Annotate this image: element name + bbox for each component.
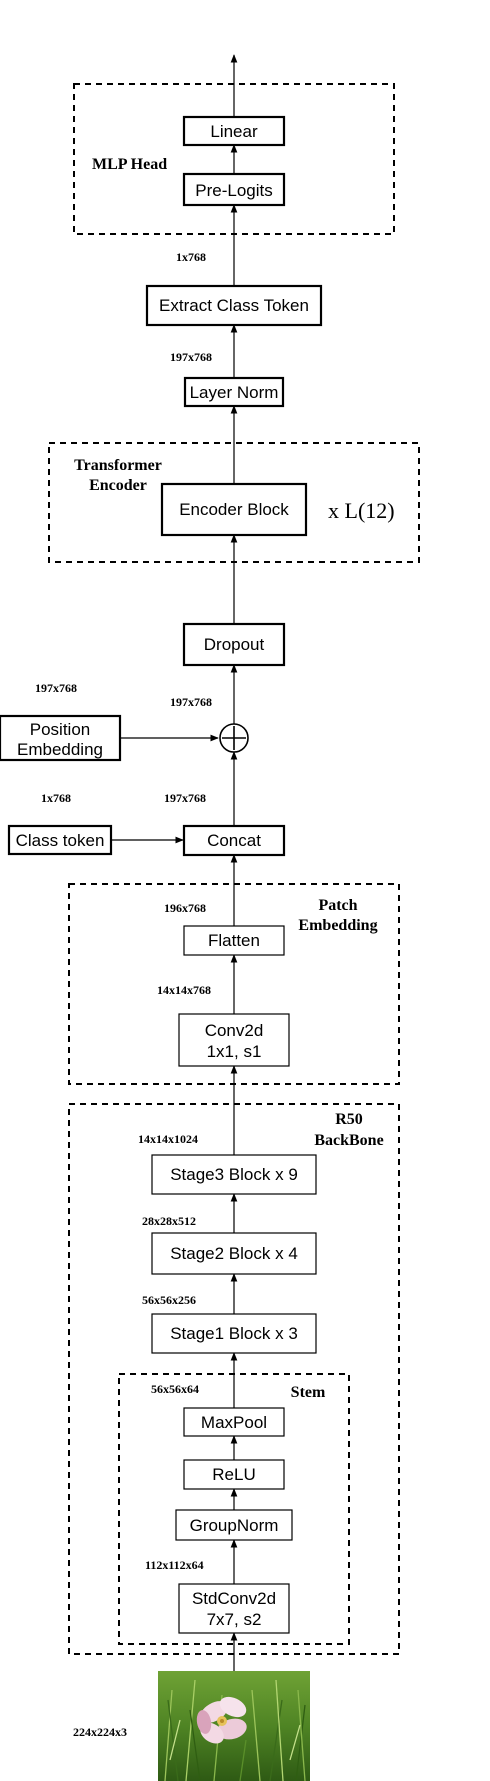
stage2-block: Stage2 Block x 4 (151, 1232, 317, 1275)
dim-label: 197x768 (35, 681, 77, 695)
dim-label: 1x768 (176, 250, 206, 264)
class-token-label: Class token (16, 831, 105, 850)
encoder-block: Encoder Block (160, 482, 308, 537)
groupnorm-block: GroupNorm (175, 1509, 293, 1541)
maxpool-label: MaxPool (201, 1413, 267, 1432)
transformer-encoder-title-line1: Transformer (74, 457, 162, 474)
stage3-label: Stage3 Block x 9 (170, 1165, 298, 1184)
flatten-block: Flatten (183, 925, 285, 956)
position-embedding-label-line2: Embedding (17, 740, 103, 759)
extract-class-token-block: Extract Class Token (145, 284, 323, 327)
mlp-head-title: MLP Head (92, 156, 167, 173)
flower (196, 1696, 247, 1744)
class-token-block: Class token (7, 824, 113, 856)
r50-backbone-title-line2: BackBone (314, 1132, 383, 1149)
pre-logits-block: Pre-Logits (182, 172, 286, 207)
maxpool-block: MaxPool (183, 1407, 285, 1437)
dim-label: 224x224x3 (73, 1725, 127, 1739)
extract-class-token-label: Extract Class Token (159, 296, 309, 315)
stdconv2d-label-line2: 7x7, s2 (207, 1610, 262, 1629)
dim-label: 14x14x1024 (138, 1132, 198, 1146)
patch-embedding-title-line2: Embedding (298, 917, 377, 934)
dropout-block: Dropout (182, 622, 286, 667)
conv2d-block: Conv2d 1x1, s1 (178, 1013, 290, 1067)
relu-block: ReLU (183, 1459, 285, 1490)
layer-norm-block: Layer Norm (183, 376, 285, 408)
conv2d-label-line1: Conv2d (205, 1021, 264, 1040)
linear-label: Linear (210, 122, 258, 141)
stdconv2d-block: StdConv2d 7x7, s2 (178, 1583, 290, 1634)
dropout-label: Dropout (204, 635, 265, 654)
dim-label: 197x768 (164, 791, 206, 805)
dim-label: 197x768 (170, 695, 212, 709)
position-embedding-label-line1: Position (30, 720, 90, 739)
stage3-block: Stage3 Block x 9 (151, 1154, 317, 1195)
concat-block: Concat (182, 824, 286, 857)
stdconv2d-label-line1: StdConv2d (192, 1589, 276, 1608)
dim-label: 56x56x256 (142, 1293, 196, 1307)
stage1-label: Stage1 Block x 3 (170, 1324, 298, 1343)
dim-label: 56x56x64 (151, 1382, 199, 1396)
conv2d-label-line2: 1x1, s1 (207, 1042, 262, 1061)
stage1-block: Stage1 Block x 3 (151, 1313, 317, 1354)
dim-label: 1x768 (41, 791, 71, 805)
dim-label: 28x28x512 (142, 1214, 196, 1228)
groupnorm-label: GroupNorm (190, 1516, 279, 1535)
patch-embedding-title-line1: Patch (318, 897, 357, 914)
input-flower-image (158, 1671, 310, 1781)
pre-logits-label: Pre-Logits (195, 181, 272, 200)
position-embedding-block: Position Embedding (0, 714, 122, 762)
stem-title: Stem (291, 1384, 326, 1401)
relu-label: ReLU (212, 1465, 255, 1484)
encoder-block-label: Encoder Block (179, 500, 289, 519)
add-operator (219, 723, 249, 753)
transformer-encoder-title-line2: Encoder (89, 477, 147, 494)
dim-label: 196x768 (164, 901, 206, 915)
dim-label: 197x768 (170, 350, 212, 364)
stage2-label: Stage2 Block x 4 (170, 1244, 298, 1263)
dim-label: 14x14x768 (157, 983, 211, 997)
dim-label: 112x112x64 (145, 1558, 204, 1572)
concat-label: Concat (207, 831, 261, 850)
r50-backbone-title-line1: R50 (335, 1111, 363, 1128)
flatten-label: Flatten (208, 931, 260, 950)
layer-norm-label: Layer Norm (190, 383, 279, 402)
linear-block: Linear (182, 115, 286, 147)
repeat-count-label: x L(12) (328, 498, 395, 523)
